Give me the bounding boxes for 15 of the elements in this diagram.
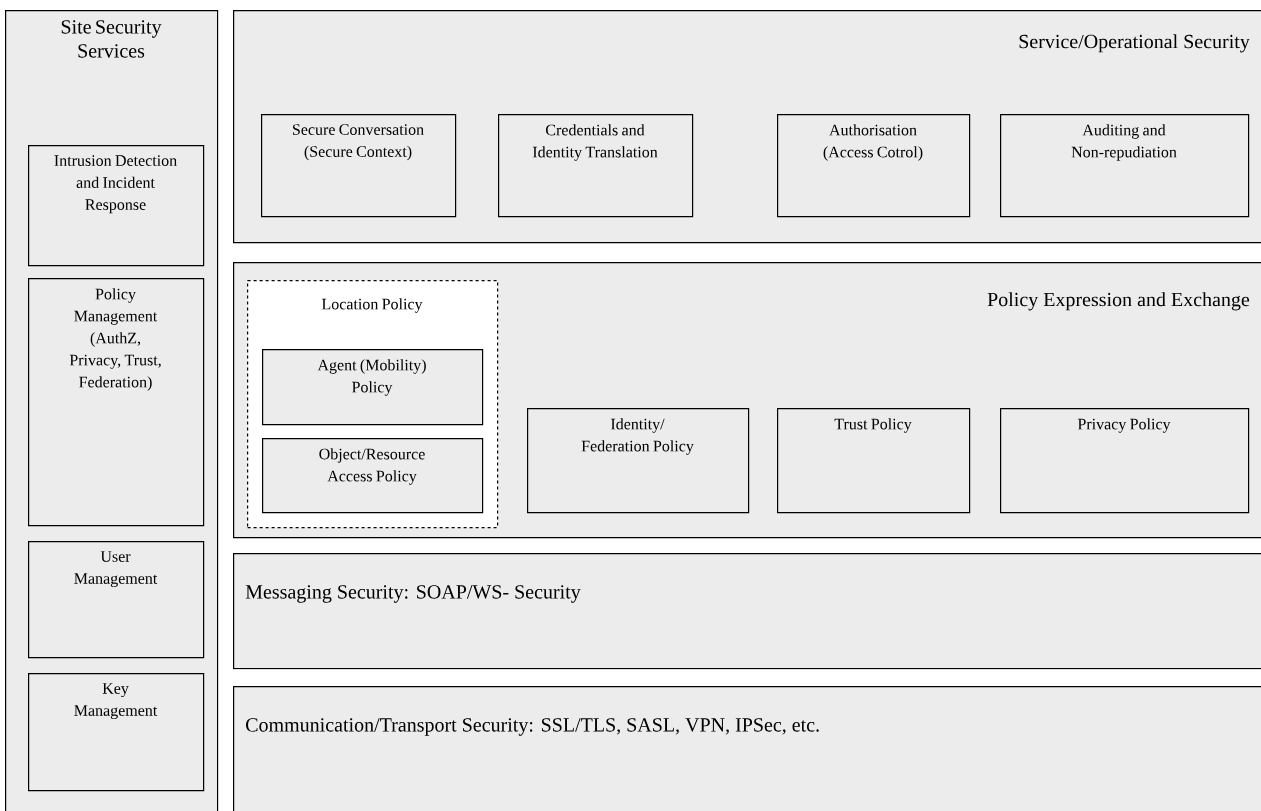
component-box: Authorisation (Access Cotrol) — [777, 114, 971, 218]
component-box: Auditing and Non-repudiation — [1000, 114, 1250, 218]
component-box: Secure Conversation (Secure Context) — [261, 114, 457, 218]
layer-band: Messaging Security: SOAP/WS- Security — [233, 553, 1261, 670]
service-box: Key Management — [28, 673, 205, 792]
policy-box: Identity/ Federation Policy — [527, 408, 750, 514]
policy-box: Object/Resource Access Policy — [262, 438, 484, 514]
service-box: Intrusion Detection and Incident Response — [28, 145, 205, 267]
service-box: User Management — [28, 541, 205, 659]
policy-box: Agent (Mobility) Policy — [262, 349, 484, 426]
policy-box: Trust Policy — [777, 408, 971, 514]
policy-box: Privacy Policy — [1000, 408, 1250, 514]
service-box: Policy Management (AuthZ, Privacy, Trust, Federation) — [28, 278, 205, 527]
component-box: Credentials and Identity Translation — [498, 114, 694, 218]
layer-band: Communication/Transport Security: SSL/TLS, SASL, VPN, IPSec, etc. — [233, 686, 1261, 811]
